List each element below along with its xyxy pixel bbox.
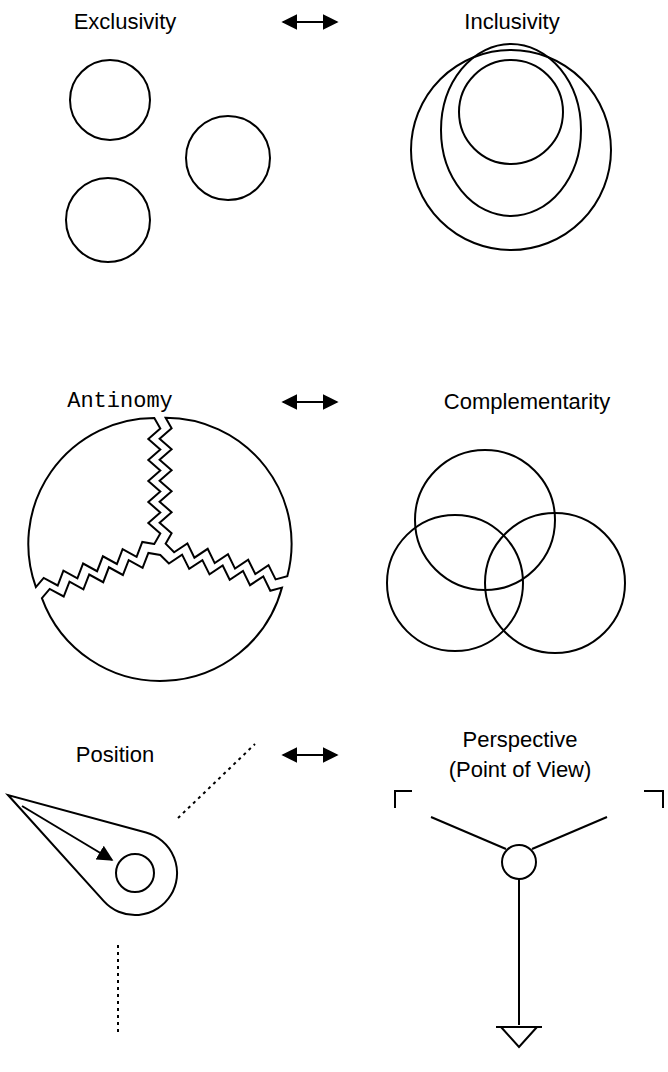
inner-circle bbox=[459, 60, 563, 164]
heading-label: Complementarity bbox=[444, 389, 610, 415]
broken-piece bbox=[42, 553, 282, 681]
view-line bbox=[532, 817, 607, 849]
dotted-line bbox=[117, 945, 119, 1032]
small-circle bbox=[502, 845, 536, 879]
teardrop-outline bbox=[8, 795, 177, 915]
broken-piece bbox=[28, 418, 160, 587]
viewer-mark bbox=[395, 791, 412, 808]
heading-label: Exclusivity bbox=[74, 9, 177, 35]
middle-ellipse bbox=[441, 44, 581, 216]
separate-circle bbox=[66, 178, 150, 262]
double-arrow bbox=[283, 401, 337, 403]
heading-label: Perspective bbox=[463, 727, 578, 753]
overlap-circle bbox=[415, 450, 555, 590]
heading-label: Antinomy bbox=[67, 389, 173, 415]
outer-circle bbox=[411, 50, 611, 250]
broken-piece bbox=[160, 418, 292, 580]
double-arrow bbox=[283, 21, 337, 23]
view-line bbox=[518, 879, 520, 1025]
viewer-mark bbox=[644, 791, 663, 808]
pointer-arrow bbox=[22, 806, 112, 860]
view-line bbox=[431, 817, 506, 849]
separate-circle bbox=[186, 116, 270, 200]
dotted-line bbox=[178, 744, 255, 818]
heading-label: Position bbox=[76, 742, 154, 768]
heading-label: (Point of View) bbox=[449, 757, 592, 783]
overlap-circle bbox=[485, 513, 625, 653]
separate-circle bbox=[70, 60, 150, 140]
broken-circle bbox=[28, 418, 291, 681]
double-arrow bbox=[283, 754, 337, 756]
viewer-mark bbox=[496, 1027, 542, 1047]
small-circle bbox=[116, 854, 154, 892]
heading-label: Inclusivity bbox=[464, 9, 559, 35]
